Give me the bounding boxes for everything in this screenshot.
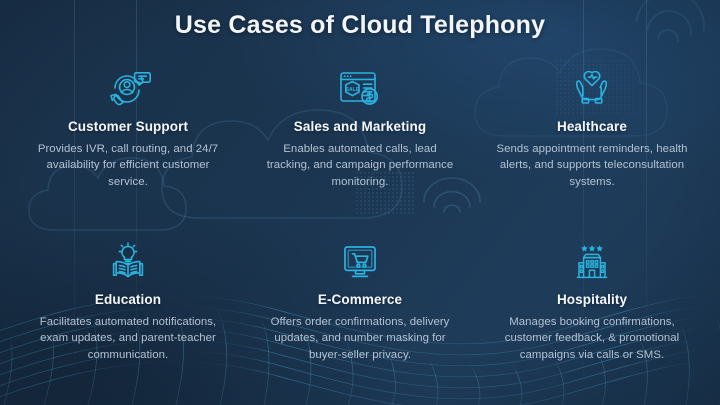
use-case-grid: Customer Support Provides IVR, call rout… xyxy=(14,62,706,405)
dotted-halftone-panel xyxy=(354,58,634,216)
page-title: Use Cases of Cloud Telephony xyxy=(174,11,546,39)
use-case-card-education[interactable]: Education Facilitates automated notifica… xyxy=(14,235,242,405)
hospitality-hotel-stars-icon xyxy=(569,235,615,285)
use-case-card-e-commerce[interactable]: E-Commerce Offers order confirmations, d… xyxy=(246,235,474,405)
card-title: Customer Support xyxy=(67,119,189,134)
sales-browser-sale-tag-icon: SALE xyxy=(335,62,385,112)
card-title: Hospitality xyxy=(556,292,628,307)
card-description: Provides IVR, call routing, and 24/7 ava… xyxy=(37,143,219,188)
card-description: Enables automated calls, lead tracking, … xyxy=(266,143,454,188)
card-description: Facilitates automated notifications, exa… xyxy=(39,316,217,361)
education-book-lightbulb-icon xyxy=(105,235,151,285)
ecommerce-monitor-cart-icon xyxy=(337,235,383,285)
card-description: Manages booking confirmations, customer … xyxy=(504,316,680,361)
vertical-bars-decoration xyxy=(74,0,647,405)
card-title: Sales and Marketing xyxy=(293,119,427,134)
customer-support-headset-icon xyxy=(102,62,154,112)
use-case-card-sales-and-marketing[interactable]: SALE Sales and Marketing Enables automat… xyxy=(246,62,474,235)
use-case-card-hospitality[interactable]: Hospitality Manages booking confirmation… xyxy=(478,235,706,405)
healthcare-hands-heart-icon xyxy=(569,62,615,112)
card-title: Healthcare xyxy=(556,119,628,134)
svg-text:SALE: SALE xyxy=(345,87,359,93)
card-title: E-Commerce xyxy=(317,292,403,307)
card-description: Sends appointment reminders, health aler… xyxy=(496,143,688,188)
use-case-card-healthcare[interactable]: Healthcare Sends appointment reminders, … xyxy=(478,62,706,235)
wireframe-mesh-wave xyxy=(0,294,720,405)
card-title: Education xyxy=(94,292,162,307)
card-description: Offers order confirmations, delivery upd… xyxy=(270,316,450,361)
wifi-signal-arcs xyxy=(423,0,705,213)
use-case-card-customer-support[interactable]: Customer Support Provides IVR, call rout… xyxy=(14,62,242,235)
